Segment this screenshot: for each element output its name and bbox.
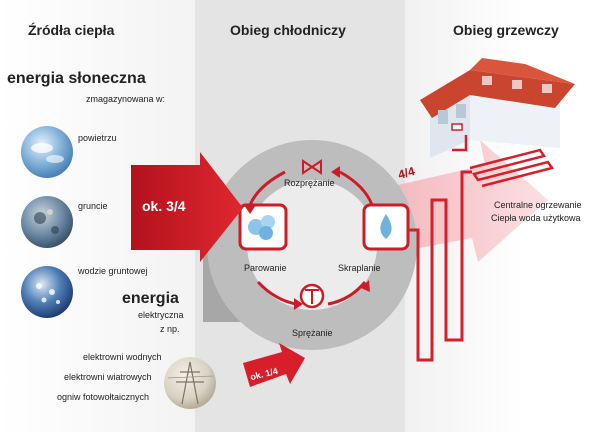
heading-heating-cycle: Obieg grzewczy [453,22,559,38]
expansion-label: Rozprężanie [284,178,335,188]
groundwater-label: wodzie gruntowej [78,266,148,276]
environment-share-label: ok. 3/4 [142,198,186,214]
soil-label: gruncie [78,201,108,211]
condenser-box [362,203,410,251]
hot-water-label: Ciepła woda użytkowa [491,213,581,223]
air-icon [21,126,73,178]
groundwater-icon [21,266,73,318]
evaporation-label: Parowanie [244,263,287,273]
air-label: powietrzu [78,133,117,143]
compression-label: Sprężanie [292,328,333,338]
central-heating-label: Centralne ogrzewanie [494,200,582,210]
compressor-icon [299,283,325,309]
wind-label: elektrowni wiatrowych [64,372,152,382]
electric-energy-title: energia [122,290,179,307]
electric-energy-line1: elektryczna [138,310,184,320]
cycle-flow-arrows [248,170,374,306]
electric-energy-line2: z np. [160,324,180,334]
soil-icon [21,196,73,248]
photovoltaic-label: ogniw fotowołtaicznych [57,392,150,402]
cycle-arrowheads [244,166,370,310]
environment-arrow [131,152,243,262]
hydro-label: elektrowni wodnych [83,352,162,362]
condensation-label: Skraplanie [338,263,381,273]
evaporator-box [238,203,288,251]
solar-energy-subtitle: zmagazynowana w: [86,94,166,104]
heating-pipe [408,170,472,362]
heading-heat-sources: Źródła ciepła [28,22,115,38]
power-line-icon [164,357,216,409]
heading-refrigeration-cycle: Obieg chłodniczy [230,22,346,38]
solar-energy-title: energia słoneczna [7,70,146,87]
electric-arrow [243,343,305,387]
expansion-valve-icon [302,159,322,175]
house-illustration [420,58,575,188]
